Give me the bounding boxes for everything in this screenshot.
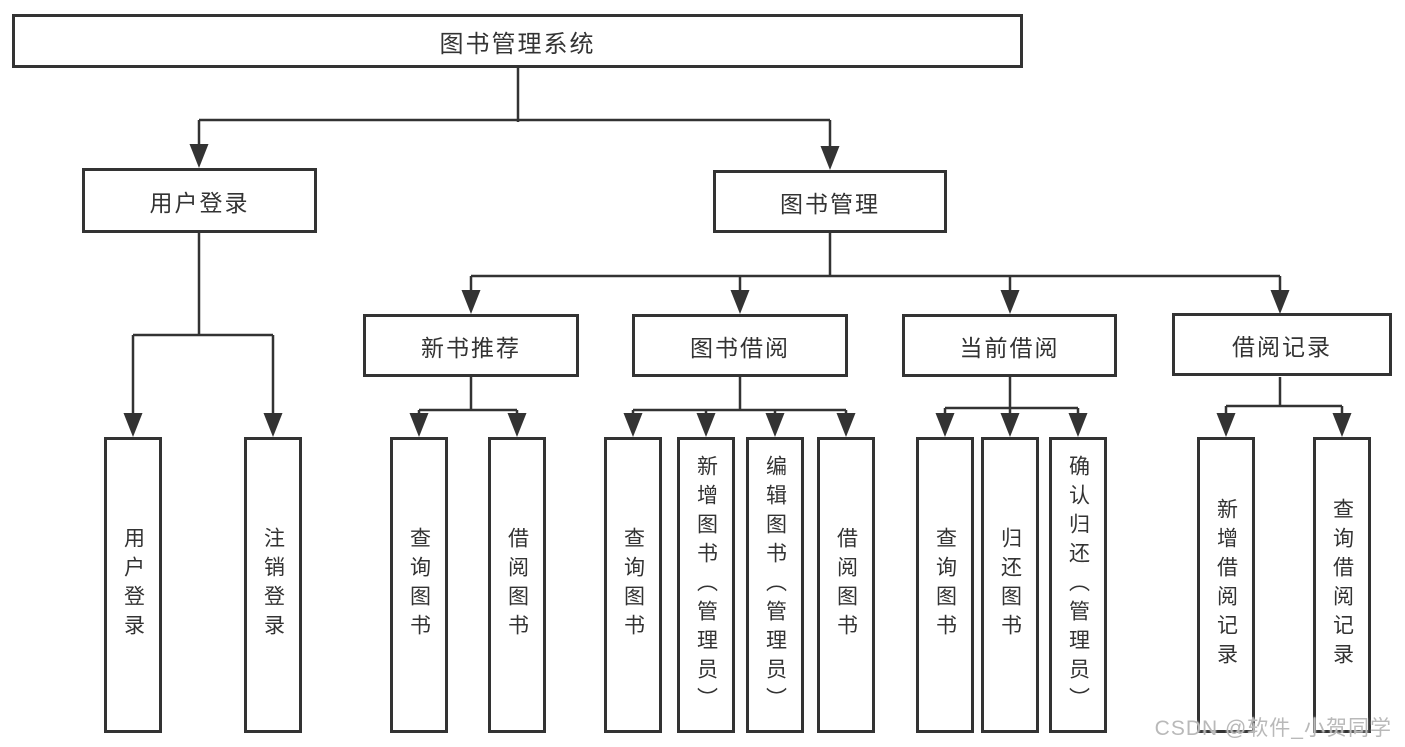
node-book-borrowing: 图书借阅 [632,314,848,377]
leaf-borrow-books: 借阅图书 [817,437,875,733]
leaf-label: 查询图书 [407,527,431,643]
watermark-csdn: CSDN @软件_小贺同学 [1154,717,1392,740]
leaf-confirm-return-admin: 确认归还（管理员） [1049,437,1107,733]
node-new-book-recommendation: 新书推荐 [363,314,579,377]
leaf-label: 注销登录 [261,527,285,643]
leaf-label: 编辑图书（管理员） [763,454,787,716]
leaf-label: 查询图书 [933,527,957,643]
leaf-query-borrow-record: 查询借阅记录 [1313,437,1371,733]
leaf-query-books-recommend: 查询图书 [390,437,448,733]
leaf-label: 用户登录 [121,527,145,643]
leaf-label: 新增借阅记录 [1214,498,1238,672]
leaf-logout: 注销登录 [244,437,302,733]
leaf-label: 确认归还（管理员） [1066,454,1090,716]
leaf-label: 借阅图书 [505,527,529,643]
leaf-add-books-admin: 新增图书（管理员） [677,437,735,733]
leaf-return-books: 归还图书 [981,437,1039,733]
node-book-management: 图书管理 [713,170,947,233]
node-current-borrowing: 当前借阅 [902,314,1117,377]
leaf-label: 借阅图书 [834,527,858,643]
leaf-label: 查询借阅记录 [1330,498,1354,672]
leaf-borrow-books-recommend: 借阅图书 [488,437,546,733]
leaf-label: 查询图书 [621,527,645,643]
node-user-login: 用户登录 [82,168,317,233]
leaf-query-books-current: 查询图书 [916,437,974,733]
leaf-query-books-borrowing: 查询图书 [604,437,662,733]
leaf-label: 归还图书 [998,527,1022,643]
tree-edges [131,68,1344,415]
leaf-add-borrow-record: 新增借阅记录 [1197,437,1255,733]
leaf-edit-books-admin: 编辑图书（管理员） [746,437,804,733]
leaf-label: 新增图书（管理员） [694,454,718,716]
arrow-down-icons [123,144,1352,437]
node-borrowing-records: 借阅记录 [1172,313,1392,376]
leaf-user-login: 用户登录 [104,437,162,733]
node-library-management-system: 图书管理系统 [12,14,1023,68]
